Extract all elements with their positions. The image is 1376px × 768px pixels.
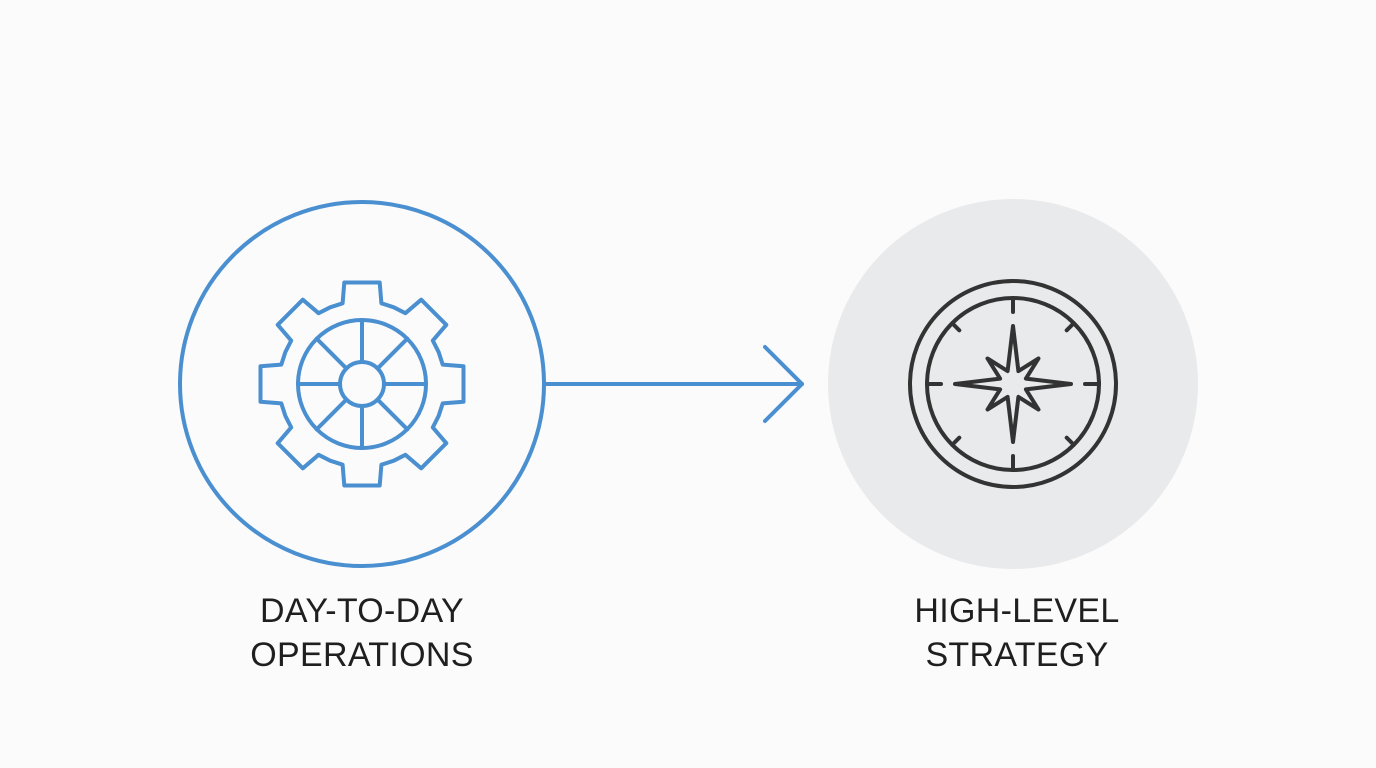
operations-label: DAY-TO-DAY OPERATIONS	[182, 589, 542, 677]
compass-tick	[950, 435, 962, 447]
strategy-node	[828, 199, 1198, 569]
gear-spoke	[375, 336, 410, 371]
operations-label-line-1: DAY-TO-DAY	[260, 592, 464, 630]
strategy-label: HIGH-LEVEL STRATEGY	[837, 589, 1197, 677]
strategy-circle	[828, 199, 1198, 569]
compass-tick	[1064, 321, 1076, 333]
strategy-label-line-2: STRATEGY	[925, 636, 1109, 674]
operations-circle	[178, 200, 546, 568]
gear-spoke	[375, 397, 410, 432]
arrow-right-icon	[543, 345, 804, 423]
gear-icon	[258, 280, 466, 488]
operations-label-line-2: OPERATIONS	[250, 636, 474, 674]
compass-tick	[950, 321, 962, 333]
gear-spoke	[314, 336, 349, 371]
operations-node	[178, 200, 546, 568]
compass-tick	[1064, 435, 1076, 447]
strategy-label-line-1: HIGH-LEVEL	[914, 592, 1120, 630]
gear-spoke	[314, 397, 349, 432]
compass-icon	[908, 279, 1118, 489]
